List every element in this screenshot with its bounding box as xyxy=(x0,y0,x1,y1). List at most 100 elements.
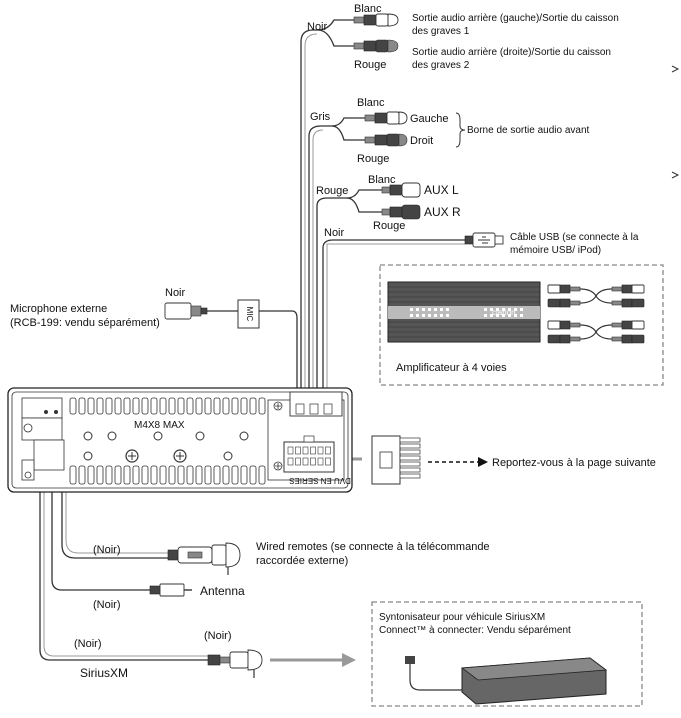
heatsink-fin xyxy=(222,465,230,485)
siriusxm-wire-color: (Noir) xyxy=(74,638,102,650)
heatsink-fin xyxy=(240,397,248,415)
rca-plug-rear-white xyxy=(353,13,399,27)
iso-harness-plug xyxy=(371,435,421,485)
heatsink-fin xyxy=(222,397,230,415)
heatsink-fin xyxy=(249,465,257,485)
siriusxm-plug xyxy=(207,649,263,678)
heatsink-fin xyxy=(96,397,104,415)
remote-wire-color: (Noir) xyxy=(93,544,121,556)
heatsink-fin xyxy=(87,397,95,415)
front-white-label: Blanc xyxy=(357,97,385,109)
heatsink-fin xyxy=(78,397,86,415)
wire-bundle xyxy=(39,19,488,667)
harness-pin xyxy=(302,457,309,466)
edge-mark-top xyxy=(671,65,680,73)
mic-wire-color: Noir xyxy=(165,287,186,299)
harness-socket-pins xyxy=(287,446,331,466)
heatsink-fin xyxy=(69,397,77,415)
heatsink-fin xyxy=(186,465,194,485)
rca-plug-aux-red xyxy=(381,204,421,220)
harness-pin xyxy=(317,446,324,455)
harness-pin xyxy=(325,446,331,455)
heatsink-fin xyxy=(87,465,95,485)
aux-red-label: Rouge xyxy=(373,220,405,232)
heatsink-fins-bottom xyxy=(69,465,266,485)
heatsink-fin xyxy=(258,397,266,415)
harness-note: Reportez-vous à la page suivante xyxy=(492,457,656,469)
aux-wire-color: Rouge xyxy=(316,185,348,197)
aux-left-label: AUX L xyxy=(424,183,459,197)
heatsink-fin xyxy=(213,397,221,415)
amplifier-unit xyxy=(387,281,541,343)
edge-mark-bottom xyxy=(671,171,680,179)
heatsink-fin xyxy=(150,465,158,485)
harness-pin xyxy=(310,446,316,455)
rca-plug-front-red xyxy=(364,133,408,147)
mic-desc-2: (RCB-199: vendu séparément) xyxy=(10,317,160,329)
heatsink-fin xyxy=(105,465,113,485)
rear-wire-color: Noir xyxy=(307,21,328,33)
rca-plug-rear-red xyxy=(353,39,399,53)
heatsink-fin xyxy=(141,465,149,485)
siriusxm-tuner-desc-1: Syntonisateur pour véhicule SiriusXM xyxy=(379,612,545,623)
remote-desc-2: raccordée externe) xyxy=(256,555,348,567)
usb-desc-1: Câble USB (se connecte à la xyxy=(510,232,639,243)
heatsink-fin xyxy=(123,465,131,485)
amplifier-brand: clarion xyxy=(492,308,516,317)
heatsink-fin xyxy=(177,465,185,485)
connector-text: DVU EN SERIES xyxy=(289,476,351,485)
antenna-plug xyxy=(149,583,192,597)
remote-plug xyxy=(167,542,241,575)
heatsink-fin xyxy=(141,397,149,415)
siriusxm-label: SiriusXM xyxy=(80,666,128,680)
heatsink-fin xyxy=(150,397,158,415)
heatsink-fin xyxy=(231,397,239,415)
front-right-label: Droit xyxy=(410,135,433,147)
heatsink-fin xyxy=(78,465,86,485)
remote-desc-1: Wired remotes (se connecte à la télécomm… xyxy=(256,541,490,553)
front-red-label: Rouge xyxy=(357,153,389,165)
screw-label: M4X8 MAX xyxy=(134,420,185,431)
siriusxm-tuner-box xyxy=(371,601,643,707)
heatsink-fin xyxy=(186,397,194,415)
harness-pin xyxy=(317,457,324,466)
heatsink-fin xyxy=(231,465,239,485)
heatsink-fin xyxy=(195,465,203,485)
heatsink-fin xyxy=(168,397,176,415)
amplifier-label: Amplificateur à 4 voies xyxy=(396,362,507,374)
heatsink-fin xyxy=(132,397,140,415)
microphone-plug xyxy=(164,302,208,320)
antenna-label: Antenna xyxy=(200,584,245,598)
siriusxm-tuner xyxy=(405,656,608,705)
harness-pin xyxy=(287,457,294,466)
rear-left-desc-2: des graves 1 xyxy=(412,26,470,37)
heatsink-fin xyxy=(96,465,104,485)
siriusxm-plug-wire-color: (Noir) xyxy=(204,630,232,642)
heatsink-fin xyxy=(204,465,212,485)
harness-pin xyxy=(295,446,301,455)
rear-right-desc-2: des graves 2 xyxy=(412,60,470,71)
heatsink-fin xyxy=(249,397,257,415)
mic-box-label: MIC xyxy=(245,307,254,322)
harness-pin xyxy=(295,457,301,466)
heatsink-fin xyxy=(240,465,248,485)
amplifier-rca-cables xyxy=(579,288,613,340)
heatsink-fin xyxy=(114,397,122,415)
heatsink-fin xyxy=(159,397,167,415)
usb-plug xyxy=(464,232,504,248)
rear-white-label: Blanc xyxy=(354,3,382,15)
front-left-label: Gauche xyxy=(410,113,449,125)
heatsink-fin xyxy=(105,397,113,415)
rear-right-desc-1: Sortie audio arrière (droite)/Sortie du … xyxy=(412,47,611,58)
heatsink-fins-top xyxy=(69,397,266,415)
rear-left-desc-1: Sortie audio arrière (gauche)/Sortie du … xyxy=(412,13,619,24)
heatsink-fin xyxy=(258,465,266,485)
rca-plug-aux-white xyxy=(381,182,421,198)
mic-desc-1: Microphone externe xyxy=(10,303,107,315)
heatsink-fin xyxy=(69,465,77,485)
harness-pin xyxy=(325,457,331,466)
amplifier-box xyxy=(379,264,664,386)
harness-pin xyxy=(302,446,309,455)
usb-wire-color: Noir xyxy=(324,227,345,239)
